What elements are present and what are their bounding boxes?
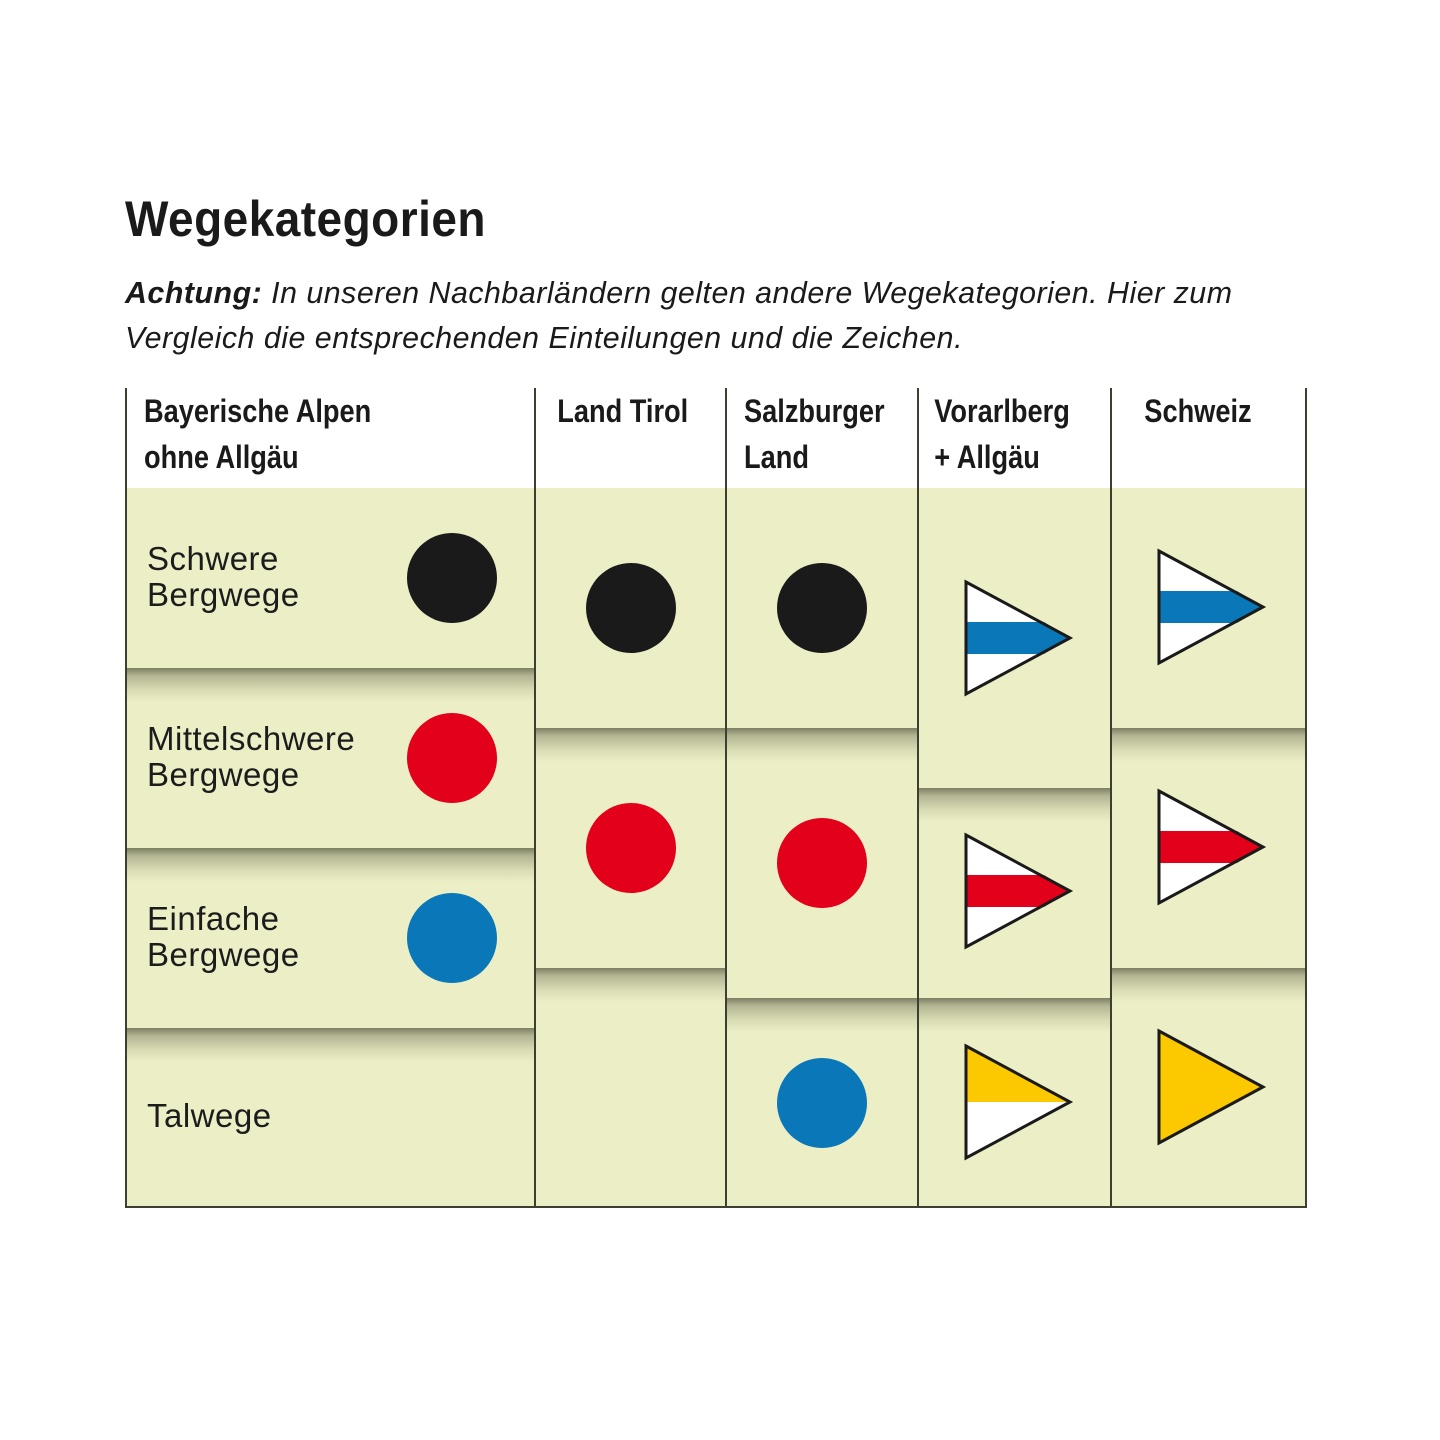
cell-salzburg-einfach [727,998,919,1208]
row-talwege: Talwege [127,1028,536,1208]
column-salzburger-land: Salzburger Land [725,388,919,1208]
cell-tirol-leer [536,968,727,1208]
intro-body: In unseren Nachbarländern gelten andere … [125,275,1233,355]
cell-salzburg-schwer [727,488,919,728]
column-bayerische-alpen: Bayerische Alpen ohne Allgäu Schwere Ber… [125,388,536,1208]
blue-dot-icon [777,1058,867,1148]
column-header: Bayerische Alpen ohne Allgäu [127,388,536,488]
column-header: Schweiz [1112,388,1305,488]
cell-vorarlberg-schwer [919,488,1112,788]
white-red-white-pennant-icon [964,832,1074,950]
blue-dot-icon [407,893,497,983]
row-einfache-bergwege: Einfache Bergwege [127,848,536,1028]
white-blue-white-pennant-icon [1157,548,1267,666]
row-label: Mittelschwere Bergwege [147,720,356,793]
row-label: Einfache Bergwege [147,900,300,973]
column-land-tirol: Land Tirol [534,388,727,1208]
red-dot-icon [586,803,676,893]
white-blue-white-pennant-icon [964,579,1074,697]
cell-vorarlberg-tal [919,998,1112,1208]
yellow-pennant-icon [1157,1028,1267,1146]
black-dot-icon [586,563,676,653]
column-header: Vorarlberg + Allgäu [919,388,1112,488]
cell-schweiz-tal [1112,968,1305,1208]
cell-schweiz-mittel [1112,728,1305,968]
column-schweiz: Schweiz [1110,388,1307,1208]
intro-text: Achtung: In unseren Nachbarländern gelte… [125,270,1301,360]
cell-tirol-schwer [536,488,727,728]
row-schwere-bergwege: Schwere Bergwege [127,488,536,668]
category-comparison-table: Bayerische Alpen ohne Allgäu Schwere Ber… [125,388,1307,1208]
black-dot-icon [777,563,867,653]
cell-schweiz-schwer [1112,488,1305,728]
column-header: Land Tirol [536,388,727,488]
row-mittelschwere-bergwege: Mittelschwere Bergwege [127,668,536,848]
page-title: Wegekategorien [125,191,486,247]
red-dot-icon [407,713,497,803]
cell-salzburg-mittel [727,728,919,998]
cell-vorarlberg-mittel [919,788,1112,998]
black-dot-icon [407,533,497,623]
warning-label: Achtung: [125,275,263,310]
yellow-white-pennant-icon [964,1043,1074,1161]
column-vorarlberg-allgaeu: Vorarlberg + Allgäu [917,388,1112,1208]
cell-tirol-mittel [536,728,727,968]
column-header: Salzburger Land [727,388,919,488]
row-label: Talwege [147,1097,272,1134]
red-dot-icon [777,818,867,908]
white-red-white-pennant-icon [1157,788,1267,906]
row-label: Schwere Bergwege [147,540,300,613]
